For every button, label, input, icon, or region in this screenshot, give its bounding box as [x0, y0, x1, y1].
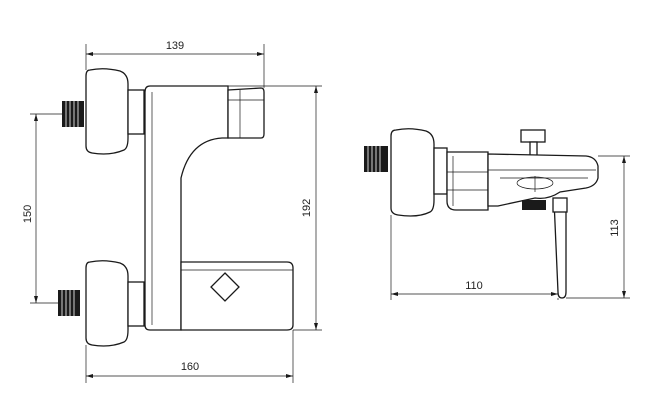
dimension-label-side-height: 113	[609, 219, 621, 237]
dimension-height: 192	[228, 85, 322, 331]
side-view: 110 113	[364, 128, 630, 300]
front-view: 139 160 192 150	[22, 40, 322, 383]
side-connector	[433, 147, 448, 195]
aerator	[522, 200, 546, 210]
dimension-label-top-width: 139	[166, 40, 184, 52]
mixer-body	[144, 85, 229, 331]
dimension-top-width: 139	[85, 40, 265, 88]
side-lever-body	[487, 153, 599, 207]
dimension-side-height: 113	[566, 155, 630, 299]
lower-escutcheon	[85, 260, 129, 347]
side-lever	[553, 199, 567, 299]
upper-connector	[127, 89, 145, 135]
dimension-label-height: 192	[301, 199, 313, 217]
diverter-knob	[520, 129, 546, 157]
dimension-inlet-spacing: 150	[22, 113, 62, 304]
dimension-bottom-width: 160	[85, 330, 294, 383]
side-body	[446, 151, 489, 211]
upper-outlet-nozzle	[227, 87, 265, 139]
dimension-label-inlet-spacing: 150	[22, 205, 34, 223]
temperature-indicator-icon	[210, 272, 240, 302]
upper-inlet-thread	[62, 101, 84, 127]
lower-connector	[127, 281, 145, 327]
upper-escutcheon	[85, 68, 129, 155]
side-inlet-thread	[364, 146, 388, 172]
lower-inlet-thread	[58, 290, 80, 316]
dimension-label-bottom-width: 160	[181, 361, 199, 373]
side-escutcheon	[390, 128, 435, 217]
lever-handle	[180, 261, 294, 331]
dimension-depth: 110	[390, 215, 559, 300]
dimension-label-depth: 110	[465, 280, 483, 292]
